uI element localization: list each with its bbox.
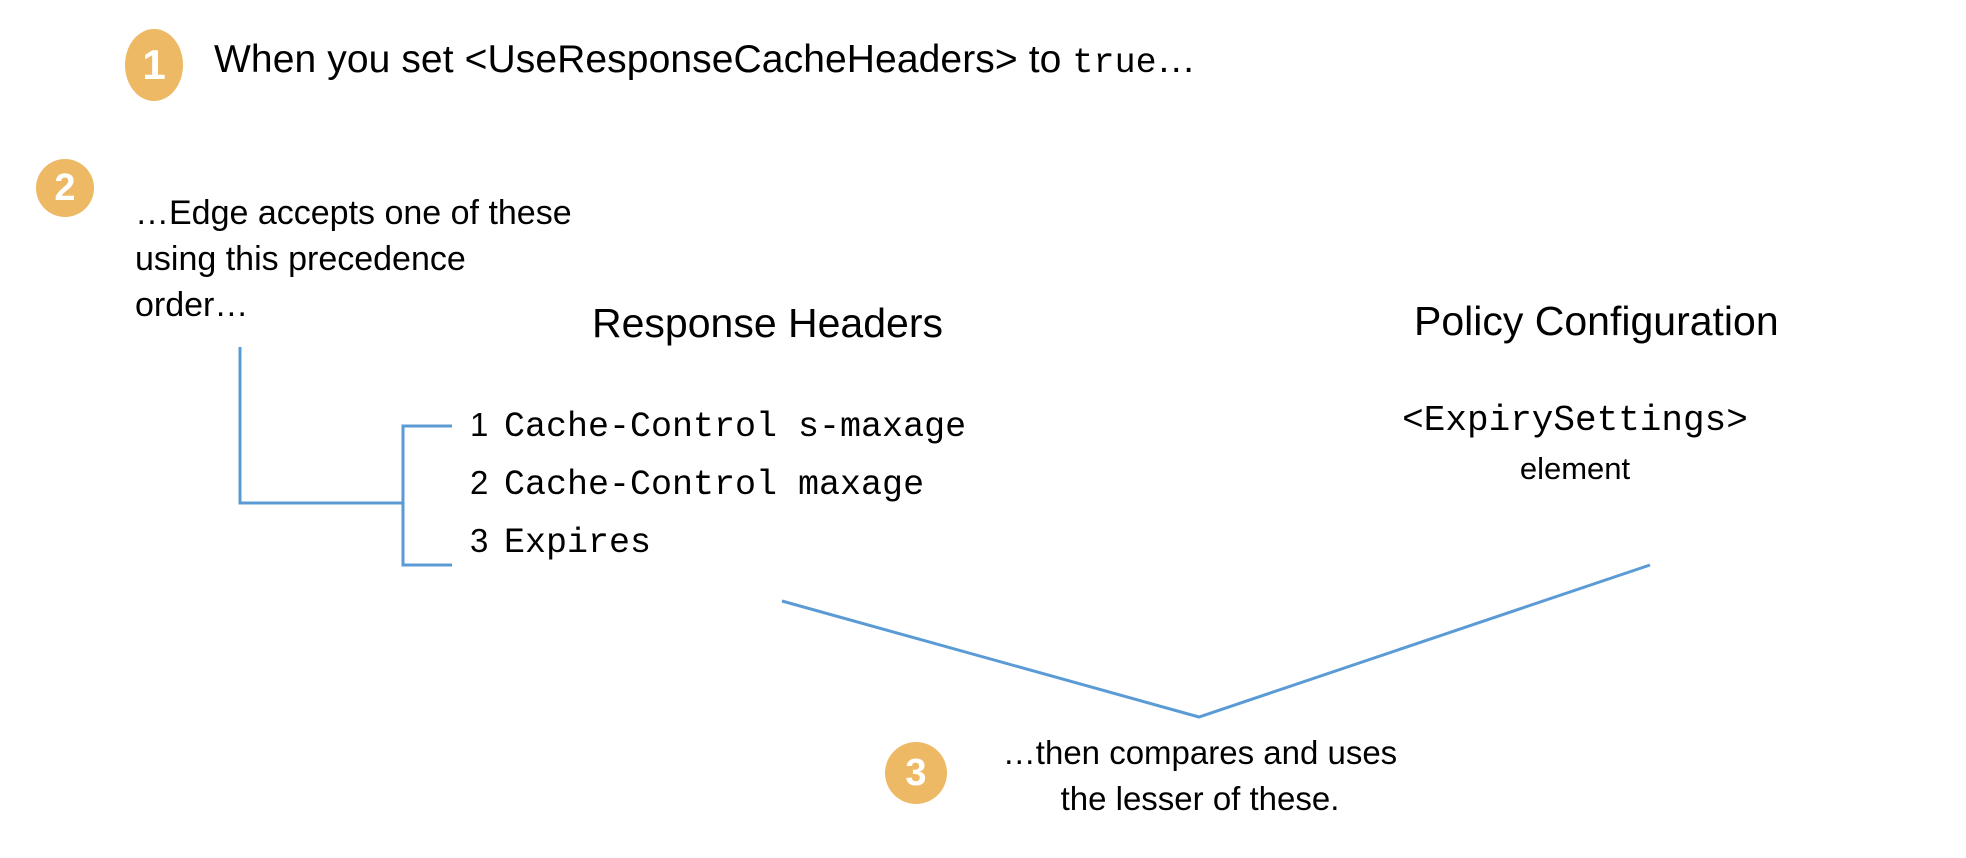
comparison-v-connector	[781, 563, 1651, 719]
response-header-row: 1 Cache-Control s-maxage	[470, 406, 966, 464]
step-2-text: …Edge accepts one of these using this pr…	[135, 194, 572, 324]
policy-configuration-block: <ExpirySettings> element	[1355, 400, 1795, 487]
response-headers-list: 1 Cache-Control s-maxage 2 Cache-Control…	[470, 406, 966, 580]
response-header-name: Cache-Control maxage	[504, 465, 925, 505]
step-badge-1: 1	[125, 29, 183, 101]
step-1-text-prefix: When you set <UseResponseCacheHeaders> t…	[214, 38, 1073, 81]
policy-element-word: element	[1519, 451, 1631, 486]
response-header-name: Cache-Control s-maxage	[504, 407, 967, 447]
response-header-rank: 1	[470, 406, 489, 443]
step-1-text-mono-value: true	[1072, 43, 1157, 83]
step-3-text: …then compares and uses the lesser of th…	[1002, 734, 1398, 817]
policy-element-name: <ExpirySettings>	[1402, 400, 1748, 441]
step2-elbow-connector	[238, 347, 403, 505]
precedence-bracket	[401, 424, 452, 567]
step-1-text: When you set <UseResponseCacheHeaders> t…	[214, 38, 1196, 83]
step-badge-2: 2	[36, 159, 94, 217]
response-header-rank: 2	[470, 464, 489, 501]
step-1-text-suffix: …	[1156, 38, 1196, 81]
policy-configuration-heading: Policy Configuration	[1414, 298, 1779, 344]
response-header-name: Expires	[504, 523, 652, 563]
response-header-rank: 3	[470, 522, 489, 559]
step-badge-3: 3	[885, 742, 947, 804]
response-header-row: 3 Expires	[470, 522, 966, 580]
response-header-row: 2 Cache-Control maxage	[470, 464, 966, 522]
response-headers-heading: Response Headers	[592, 300, 943, 346]
